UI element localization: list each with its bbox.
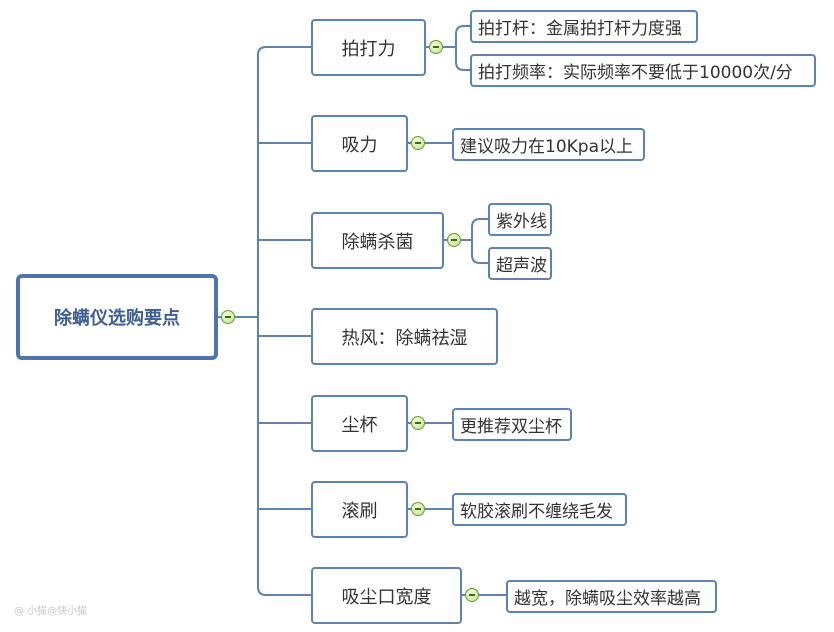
branch-topic-label: 拍打力 — [341, 38, 396, 60]
leaf-topic-label: 超声波 — [496, 256, 547, 276]
leaf-topic-label: 更推荐双尘杯 — [460, 417, 562, 437]
leaf-topic-suction-advice[interactable]: 建议吸力在10Kpa以上 — [452, 128, 645, 161]
collapse-toggle-icon[interactable] — [411, 502, 425, 516]
leaf-topic-label: 紫外线 — [496, 212, 547, 232]
leaf-topic-label: 拍打频率：实际频率不要低于10000次/分 — [478, 63, 793, 83]
branch-topic-label: 吸力 — [341, 134, 378, 156]
branch-topic-hot-air[interactable]: 热风：除螨祛湿 — [311, 308, 498, 365]
watermark: @ 小猫@快小猫 — [14, 606, 88, 617]
branch-connector-line — [257, 317, 311, 596]
branch-topic-label: 热风：除螨祛湿 — [341, 327, 468, 349]
root-topic-label: 除螨仪选购要点 — [54, 308, 180, 329]
leaf-topic-label: 拍打杆：金属拍打杆力度强 — [478, 19, 682, 39]
branch-topic-label: 除螨杀菌 — [341, 231, 414, 253]
collapse-toggle-icon[interactable] — [411, 416, 425, 430]
leaf-topic-roller-advice[interactable]: 软胶滚刷不缠绕毛发 — [452, 493, 627, 526]
branch-topic-roller-brush[interactable]: 滚刷 — [311, 481, 408, 538]
branch-connector-line — [257, 46, 311, 317]
collapse-toggle-icon[interactable] — [429, 40, 443, 54]
branch-topic-label: 吸尘口宽度 — [341, 586, 432, 608]
leaf-topic-label: 软胶滚刷不缠绕毛发 — [460, 502, 613, 522]
branch-topic-sterilization[interactable]: 除螨杀菌 — [311, 212, 444, 269]
leaf-connector-line — [471, 240, 488, 264]
collapse-toggle-icon[interactable] — [221, 310, 235, 324]
root-topic[interactable]: 除螨仪选购要点 — [16, 274, 218, 360]
leaf-topic-slap-frequency[interactable]: 拍打频率：实际频率不要低于10000次/分 — [470, 54, 816, 87]
branch-topic-slapping-force[interactable]: 拍打力 — [311, 19, 426, 76]
leaf-topic-dust-cup-advice[interactable]: 更推荐双尘杯 — [452, 408, 572, 441]
leaf-topic-inlet-advice[interactable]: 越宽，除螨吸尘效率越高 — [506, 580, 717, 613]
branch-topic-label: 尘杯 — [341, 414, 378, 436]
leaf-topic-label: 建议吸力在10Kpa以上 — [460, 137, 633, 157]
leaf-connector-line — [471, 218, 488, 240]
leaf-connector-line — [455, 47, 470, 71]
branch-topic-suction[interactable]: 吸力 — [311, 115, 408, 172]
leaf-connector-line — [455, 25, 470, 47]
leaf-topic-uv[interactable]: 紫外线 — [488, 203, 552, 236]
collapse-toggle-icon[interactable] — [465, 588, 479, 602]
branch-topic-inlet-width[interactable]: 吸尘口宽度 — [311, 567, 462, 624]
collapse-toggle-icon[interactable] — [447, 233, 461, 247]
leaf-topic-label: 越宽，除螨吸尘效率越高 — [514, 589, 701, 609]
collapse-toggle-icon[interactable] — [411, 136, 425, 150]
leaf-topic-slap-rod[interactable]: 拍打杆：金属拍打杆力度强 — [470, 10, 698, 43]
branch-topic-dust-cup[interactable]: 尘杯 — [311, 395, 408, 452]
leaf-topic-ultrasonic[interactable]: 超声波 — [488, 247, 552, 280]
branch-topic-label: 滚刷 — [341, 500, 378, 522]
